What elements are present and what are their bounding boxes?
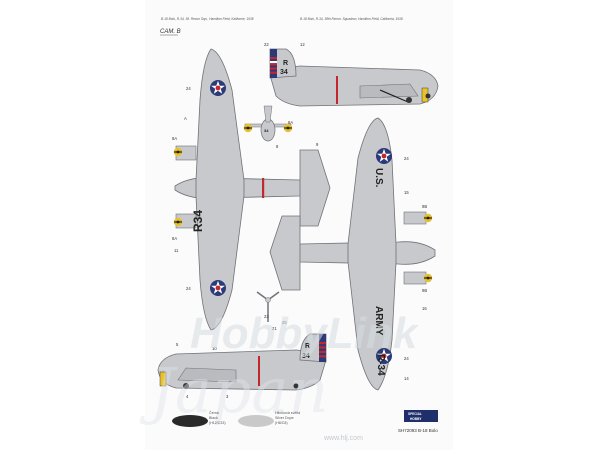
- swatch-black-label-3: (H12/C33): [209, 421, 226, 425]
- callout-9: 9: [316, 142, 319, 147]
- callout-8a-c: 8A: [172, 236, 177, 241]
- callout-5: 5: [176, 342, 179, 347]
- propeller-detail: [256, 291, 280, 322]
- swatch-silver-label-2: Silver Dope: [275, 416, 294, 420]
- tail-code-top: R: [283, 60, 288, 67]
- brand-logo: [404, 410, 438, 422]
- callout-14: 14: [404, 376, 409, 381]
- tail-number-bottom: 34: [302, 353, 310, 360]
- kit-code: SH72093 B-18 Bolo: [398, 428, 438, 433]
- watermark: HobbyLink Japan www.hlj.com: [139, 309, 420, 442]
- callout-25: 25: [282, 320, 287, 325]
- brand-logo-line2: HOBBY: [410, 417, 422, 421]
- callout-4: 4: [186, 394, 189, 399]
- callout-9b-b: 9B: [422, 288, 427, 293]
- callout-24-c: 24: [186, 286, 191, 291]
- swatch-silver-label-1: Hliníková světlá: [275, 411, 300, 415]
- side-profile-top: R 34: [269, 48, 439, 107]
- swatch-black: Černá Black (H12/C33): [172, 410, 226, 427]
- callout-21: 21: [272, 326, 277, 331]
- swatch-black-label-2: Black: [209, 416, 218, 420]
- watermark-line2: Japan: [139, 354, 328, 427]
- swatch-silver: Hliníková světlá Silver Dope (H8/C8): [238, 411, 300, 427]
- brand-block: SPECIAL HOBBY SH72093 B-18 Bolo: [398, 410, 438, 433]
- callout-22: 22: [264, 42, 269, 47]
- tail-code-bottom: R: [305, 343, 310, 350]
- callout-24-d: 24: [404, 356, 409, 361]
- callout-3: 3: [226, 394, 229, 399]
- swatch-black-label-1: Černá: [209, 410, 219, 415]
- callout-15: 15: [404, 190, 409, 195]
- callouts: 22 12 24 8A 8A 8 9 24 15 9B 8A 11 24 9B …: [172, 42, 427, 399]
- caption-right: B-18 Bolo, R-34, 38th Recon. Squadron, H…: [300, 17, 403, 21]
- callout-8: 8: [276, 144, 279, 149]
- callout-12: 12: [300, 42, 305, 47]
- tail-number-top: 34: [280, 69, 288, 76]
- camo-label: CAM. B: [160, 29, 181, 35]
- callout-11: 11: [174, 248, 179, 253]
- callout-10: 10: [212, 346, 217, 351]
- watermark-line1: HobbyLink: [190, 309, 420, 358]
- upper-wing-code: R34: [191, 210, 205, 232]
- brand-logo-line1: SPECIAL: [408, 412, 422, 416]
- callout-24-b: 24: [404, 156, 409, 161]
- callout-8a: 8A: [172, 136, 177, 141]
- swatch-silver-label-3: (H8/C8): [275, 421, 288, 425]
- callout-23: 23: [264, 314, 269, 319]
- callout-8a-b: 8A: [288, 120, 293, 125]
- top-view-planform: R 34: [173, 48, 331, 331]
- lower-wing-number: R-34: [375, 354, 386, 376]
- side-profile-bottom: R 34: [157, 333, 327, 391]
- nose-number: 34: [264, 128, 269, 133]
- callout-a: A: [184, 116, 187, 121]
- callout-24-a: 24: [186, 86, 191, 91]
- lower-wing-army: ARMY: [373, 306, 384, 336]
- color-swatches: Černá Black (H12/C33) Hliníková světlá S…: [172, 410, 300, 427]
- callout-16: 16: [422, 306, 427, 311]
- bottom-view-planform: U.S. ARMY R-34: [269, 117, 436, 391]
- lower-wing-us: U.S.: [373, 168, 384, 188]
- caption-left: B-18 Bolo, R-34, 38. Recon Sqn., Hamilto…: [161, 17, 254, 21]
- watermark-url: www.hlj.com: [323, 435, 363, 442]
- front-view: 34: [243, 105, 293, 142]
- callout-9b: 9B: [422, 204, 427, 209]
